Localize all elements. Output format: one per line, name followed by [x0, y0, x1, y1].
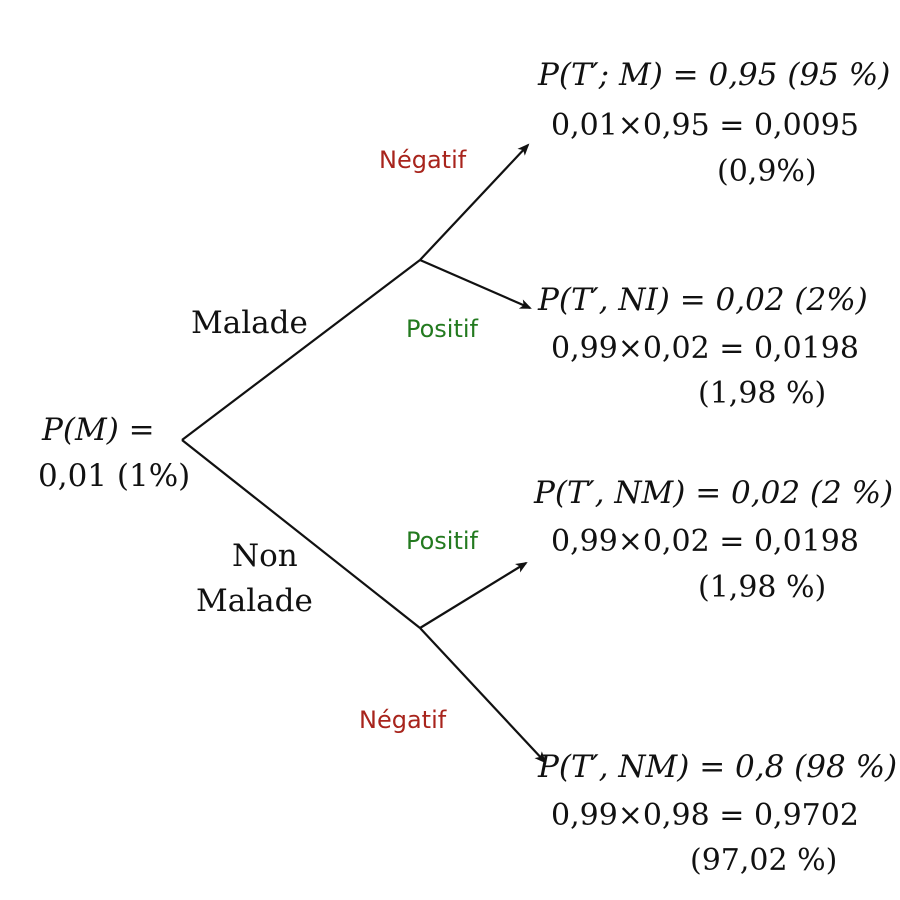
branch-label-non-malade: Malade [196, 583, 313, 619]
edge-label-positif-top: Positif [406, 315, 478, 343]
leaf-3-calculation: 0,99×0,02 = 0,0198 [551, 524, 859, 559]
leaf-1-probability: P(T′; M) = 0,95 (95 %) [538, 57, 891, 93]
leaf-3-probability: P(T′, NM) = 0,02 (2 %) [534, 475, 894, 511]
arrow-non-malade-positif [419, 561, 528, 629]
edge-label-negatif-top: Négatif [379, 146, 467, 174]
leaf-2-calculation: 0,99×0,02 = 0,0198 [551, 331, 859, 366]
leaf-4-calculation: 0,99×0,98 = 0,9702 [551, 798, 859, 833]
leaf-2-probability: P(T′, NI) = 0,02 (2%) [538, 282, 868, 318]
root-probability-label: P(M) = [42, 412, 155, 448]
leaf-4-probability: P(T′, NM) = 0,8 (98 %) [538, 749, 898, 785]
leaf-1-calculation: 0,01×0,95 = 0,0095 [551, 108, 859, 143]
leaf-2-percentage: (1,98 %) [698, 376, 827, 411]
arrow-malade-negatif [419, 143, 530, 261]
leaf-4-percentage: (97,02 %) [690, 843, 838, 878]
edge-root-non-malade [181, 439, 421, 629]
leaf-3-percentage: (1,98 %) [698, 570, 827, 605]
leaf-1-percentage: (0,9%) [717, 154, 817, 189]
edge-label-positif-bottom: Positif [406, 527, 478, 555]
branch-label-non: Non [232, 538, 298, 574]
edge-root-malade [181, 259, 421, 441]
arrow-malade-positif [419, 258, 532, 310]
arrow-non-malade-negatif [419, 627, 547, 764]
edge-label-negatif-bottom: Négatif [359, 706, 447, 734]
root-probability-value: 0,01 (1%) [38, 458, 191, 494]
branch-label-malade: Malade [191, 305, 308, 341]
